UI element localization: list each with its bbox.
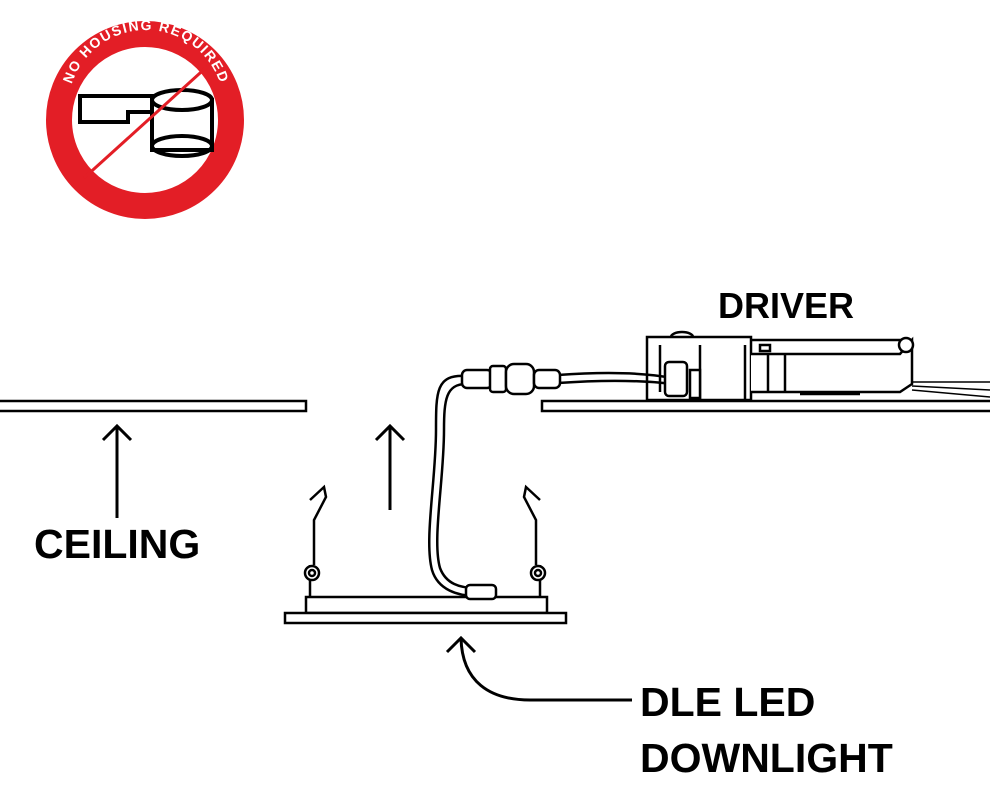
cable [428,371,673,598]
no-housing-required-badge: NO HOUSING REQUIRED [46,17,244,219]
ceiling-label: CEILING [34,521,201,567]
housing-icon [78,88,214,158]
driver-label: DRIVER [718,285,855,326]
cable-connector [460,360,689,398]
spring-clip-right [522,484,541,565]
install-arrow [374,423,406,510]
badge-ring [46,21,244,219]
arrows [101,423,632,702]
spring-clip-left [309,484,328,565]
downlight-trim [283,611,568,625]
downlight-body [304,595,549,615]
prohibited-slash [82,62,212,180]
downlight-label-line2: DOWNLIGHT [640,735,893,781]
ceiling-right [540,399,990,413]
downlight-arrow [445,635,632,702]
ceiling-left [0,399,308,413]
ceiling-arrow [101,423,133,518]
ceiling [0,399,990,413]
dle-led-downlight [283,484,568,625]
driver [645,330,990,402]
downlight-label-line1: DLE LED [640,679,816,725]
